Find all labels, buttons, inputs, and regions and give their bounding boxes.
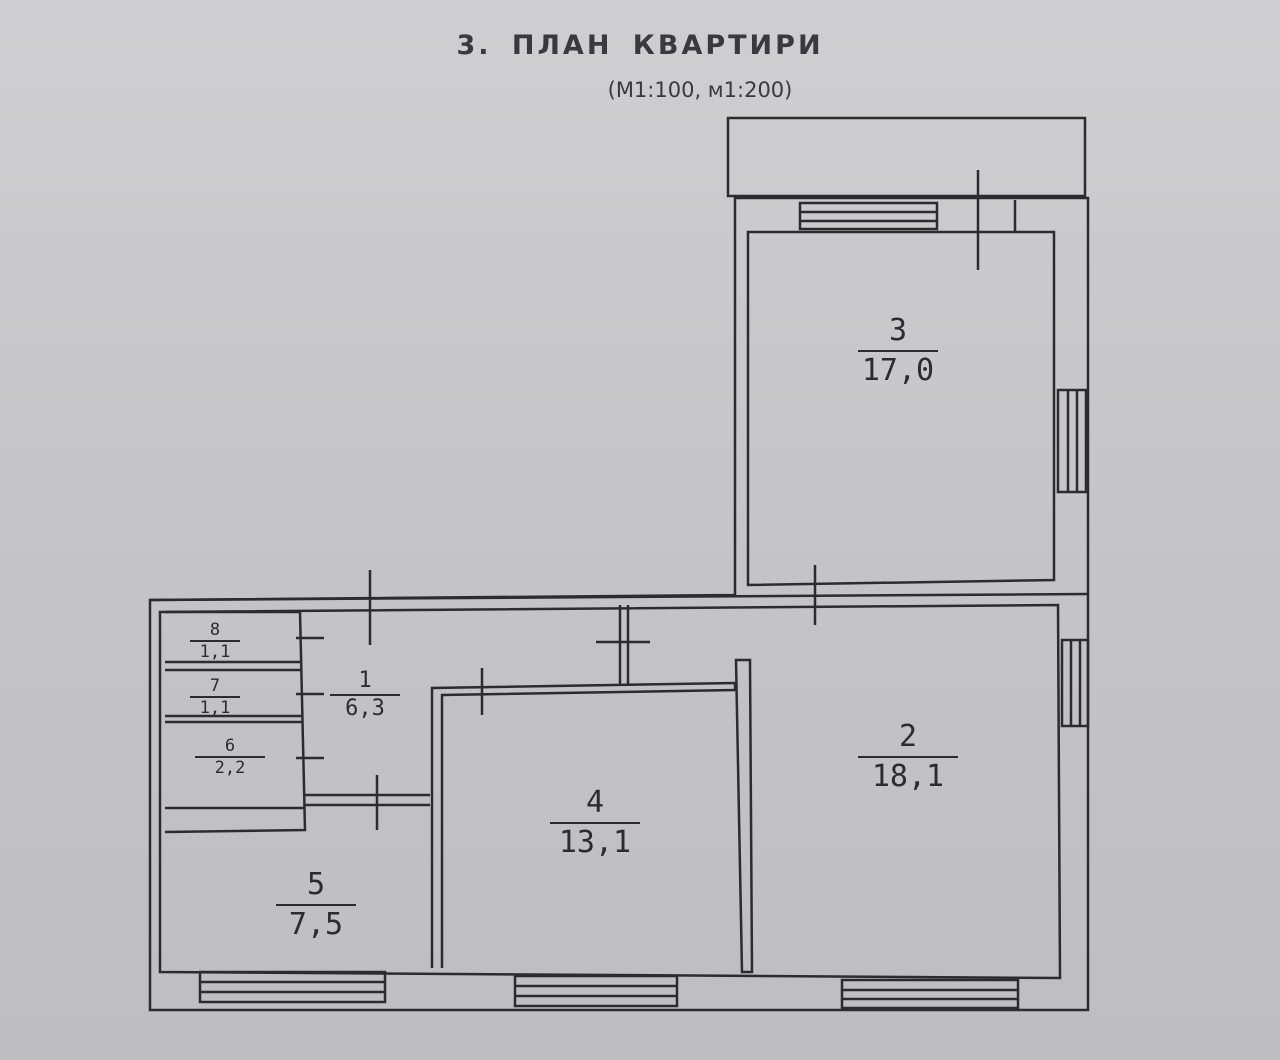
window-south-3 xyxy=(840,978,1020,1010)
window-balcony xyxy=(798,201,939,231)
storage-block xyxy=(164,610,307,834)
plan-scale: (М1:100, м1:200) xyxy=(607,78,793,102)
lower-rooms-walls xyxy=(158,603,1062,980)
corridor-wall xyxy=(149,592,1089,602)
window-south-2 xyxy=(513,974,679,1008)
outer-wall xyxy=(148,196,1090,1012)
window-south-1 xyxy=(198,970,387,1004)
room-3-walls xyxy=(746,230,1056,587)
room-4-walls xyxy=(430,681,737,968)
window-east-2 xyxy=(1060,638,1090,728)
window-east-1 xyxy=(1056,388,1088,494)
balcony-outline xyxy=(726,116,1087,198)
room-2-wall xyxy=(734,658,754,974)
plan-title: 3. ПЛАН КВАРТИРИ xyxy=(456,30,824,61)
